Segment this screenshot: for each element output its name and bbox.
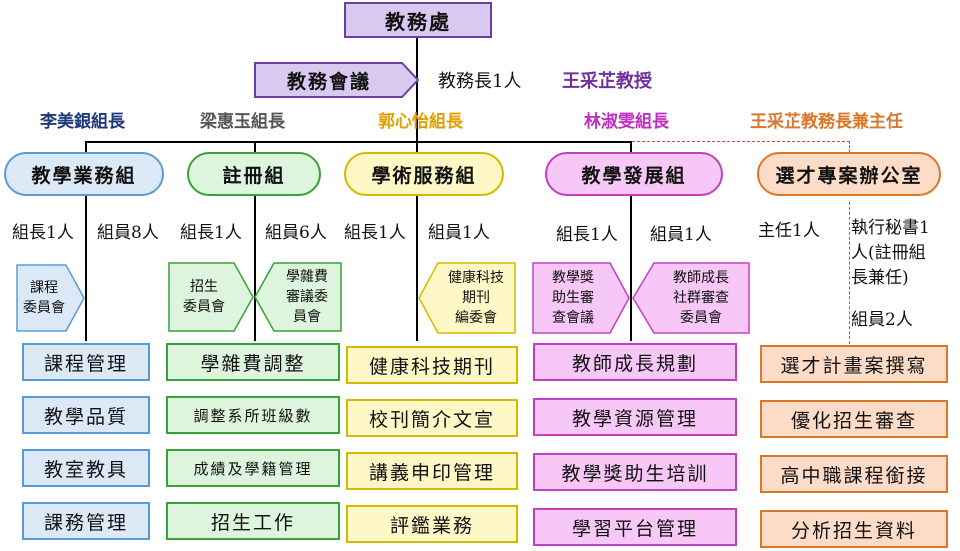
unit-pill-5: 選才專案辦公室 bbox=[757, 152, 941, 196]
task-u5-2: 優化招生審查 bbox=[760, 400, 948, 438]
committee-course: 課程 委員會 bbox=[16, 264, 86, 332]
leader-3: 郭心怡組長 bbox=[378, 112, 463, 132]
task-u3-3: 講義申印管理 bbox=[346, 452, 518, 490]
task-u2-4: 招生工作 bbox=[166, 502, 340, 540]
task-u1-3: 教室教具 bbox=[22, 449, 150, 487]
task-u5-4: 分析招生資料 bbox=[760, 510, 948, 548]
unit3-staff-b: 組員1人 bbox=[428, 223, 490, 243]
office-box: 教務處 bbox=[344, 2, 492, 38]
unit5-staff-c: 組員2人 bbox=[851, 310, 913, 330]
task-u5-3: 高中職課程銜接 bbox=[760, 455, 948, 493]
task-u4-2: 教學資源管理 bbox=[533, 398, 737, 436]
committee-tuition-label: 學雜費 審議委 員會 bbox=[286, 269, 328, 325]
committee-admission: 招生 委員會 bbox=[168, 262, 254, 332]
committee-ta-label: 教學獎 助生審 查會議 bbox=[552, 270, 594, 326]
branch-drop-4 bbox=[630, 141, 632, 341]
meeting-label: 教務會議 bbox=[286, 70, 371, 93]
branch-line bbox=[86, 141, 630, 143]
task-u1-1: 課程管理 bbox=[22, 343, 150, 381]
branch-drop-2 bbox=[254, 141, 256, 341]
committee-ta: 教學獎 助生審 查會議 bbox=[532, 262, 630, 334]
unit4-staff-a: 組長1人 bbox=[556, 225, 618, 245]
leader-5: 王采芷教務長兼主任 bbox=[750, 112, 903, 132]
unit4-staff-b: 組員1人 bbox=[650, 225, 712, 245]
unit-pill-1: 教學業務組 bbox=[4, 152, 164, 196]
committee-course-label: 課程 委員會 bbox=[23, 280, 65, 316]
task-u3-2: 校刊簡介文宣 bbox=[346, 399, 518, 437]
meeting-box: 教務會議 bbox=[254, 62, 419, 98]
committee-teacher: 教師成長 社群審查 委員會 bbox=[632, 262, 750, 334]
task-u4-1: 教師成長規劃 bbox=[533, 343, 737, 381]
committee-admission-label: 招生 委員會 bbox=[183, 279, 225, 315]
task-u2-2: 調整系所班級數 bbox=[166, 396, 340, 434]
committee-journal: 健康科技 期刊 編委會 bbox=[418, 262, 516, 334]
branch-drop-1 bbox=[85, 141, 87, 341]
task-u1-2: 教學品質 bbox=[22, 396, 150, 434]
task-u3-1: 健康科技期刊 bbox=[346, 346, 518, 384]
unit3-staff-a: 組長1人 bbox=[344, 223, 406, 243]
unit1-staff-b: 組員8人 bbox=[97, 223, 159, 243]
dean-name: 王采芷教授 bbox=[562, 71, 652, 92]
leader-2: 梁惠玉組長 bbox=[200, 112, 285, 132]
unit-pill-3: 學術服務組 bbox=[344, 152, 504, 196]
branch-drop-3 bbox=[416, 141, 418, 341]
trunk-line bbox=[416, 38, 418, 142]
unit2-staff-a: 組長1人 bbox=[180, 223, 242, 243]
unit-pill-4: 教學發展組 bbox=[545, 152, 723, 196]
unit5-staff-b: 執行秘書1 人(註冊組 長兼任) bbox=[851, 218, 930, 288]
meeting-arrow-shape bbox=[254, 62, 419, 98]
unit2-staff-b: 組員6人 bbox=[265, 223, 327, 243]
task-u4-3: 教學獎助生培訓 bbox=[533, 453, 737, 491]
task-u4-4: 學習平台管理 bbox=[533, 508, 737, 546]
committee-tuition: 學雜費 審議委 員會 bbox=[254, 262, 342, 332]
unit-pill-2: 註冊組 bbox=[187, 152, 321, 196]
dashed-link-h bbox=[632, 141, 850, 142]
leader-1: 李美銀組長 bbox=[40, 112, 125, 132]
task-u3-4: 評鑑業務 bbox=[346, 505, 518, 543]
dashed-link-v1 bbox=[849, 141, 850, 156]
task-u2-3: 成績及學籍管理 bbox=[166, 449, 340, 487]
task-u2-1: 學雜費調整 bbox=[166, 343, 340, 381]
dean-title: 教務長1人 bbox=[438, 71, 522, 92]
committee-teacher-label: 教師成長 社群審查 委員會 bbox=[673, 270, 729, 326]
task-u5-1: 選才計畫案撰寫 bbox=[760, 345, 948, 383]
unit1-staff-a: 組長1人 bbox=[12, 223, 74, 243]
committee-journal-label: 健康科技 期刊 編委會 bbox=[448, 270, 504, 326]
task-u1-4: 課務管理 bbox=[22, 502, 150, 540]
unit5-staff-a: 主任1人 bbox=[758, 221, 820, 241]
leader-4: 林淑雯組長 bbox=[584, 112, 669, 132]
dashed-link-v2 bbox=[849, 202, 850, 344]
